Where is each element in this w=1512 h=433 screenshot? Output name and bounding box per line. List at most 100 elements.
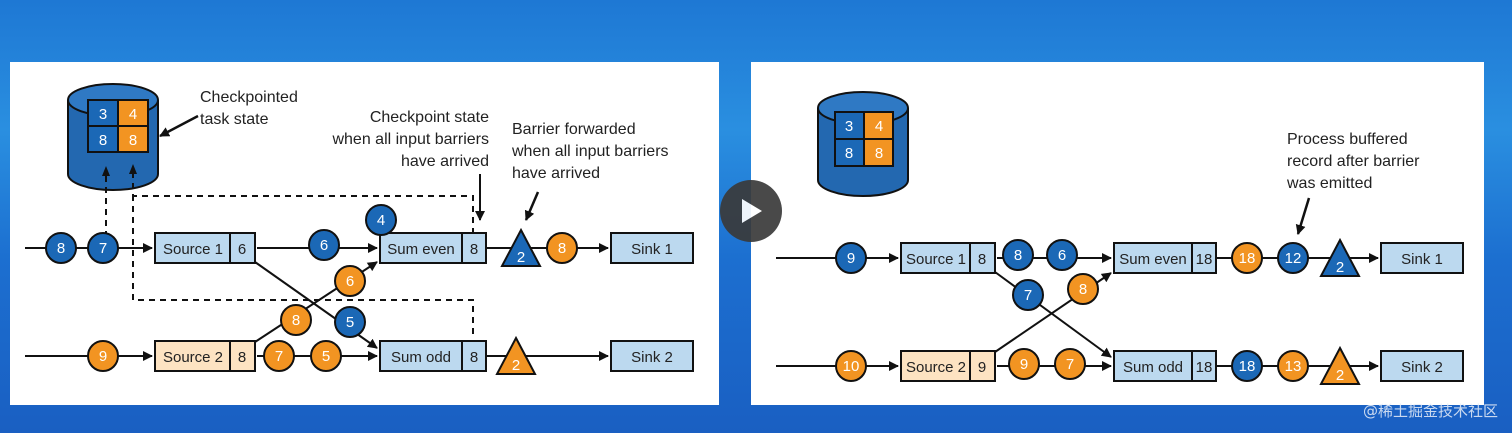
- play-button[interactable]: [720, 180, 782, 242]
- svg-text:12: 12: [1285, 250, 1302, 267]
- svg-text:8: 8: [1079, 281, 1087, 298]
- barrier-triangle: 2: [500, 227, 542, 267]
- node-label: Sum odd: [1123, 359, 1183, 376]
- svg-text:7: 7: [275, 348, 283, 365]
- svg-text:2: 2: [517, 249, 525, 266]
- state-cell: 3: [845, 118, 853, 135]
- node-state-value: 8: [470, 241, 478, 258]
- state-cell: 4: [875, 118, 883, 135]
- node-label: Sink 2: [1401, 359, 1443, 376]
- record-blue: 7: [87, 232, 119, 264]
- record-blue: 8: [45, 232, 77, 264]
- svg-text:18: 18: [1239, 250, 1256, 267]
- sink-1-operator: Sink 1: [610, 232, 694, 264]
- left-diagram-panel: 3 4 8 8 Checkpointed task state Checkpoi…: [10, 62, 719, 405]
- svg-text:9: 9: [1020, 356, 1028, 373]
- state-cell: 8: [129, 132, 137, 149]
- record-orange: 7: [1054, 348, 1086, 380]
- svg-text:7: 7: [1066, 356, 1074, 373]
- record-orange: 9: [87, 340, 119, 372]
- svg-text:6: 6: [346, 273, 354, 290]
- svg-text:13: 13: [1285, 358, 1302, 375]
- annotation-barrier-forwarded-3: have arrived: [512, 165, 600, 182]
- record-blue: 7: [1012, 279, 1044, 311]
- svg-text:10: 10: [843, 358, 860, 375]
- annotation-checkpointed-1: Checkpointed: [200, 89, 298, 106]
- node-state-value: 8: [238, 349, 246, 366]
- svg-text:2: 2: [1336, 367, 1344, 384]
- record-blue: 6: [1046, 239, 1078, 271]
- svg-text:9: 9: [99, 348, 107, 365]
- svg-text:18: 18: [1239, 358, 1256, 375]
- sum-odd-operator: Sum odd 8: [379, 340, 487, 372]
- sum-even-operator: Sum even 8: [379, 232, 487, 264]
- left-diagram: 3 4 8 8 Checkpointed task state Checkpoi…: [25, 83, 694, 375]
- record-blue: 9: [835, 242, 867, 274]
- node-label: Source 2: [906, 359, 966, 376]
- svg-text:7: 7: [1024, 287, 1032, 304]
- node-label: Sink 1: [631, 241, 673, 258]
- node-state-value: 8: [470, 349, 478, 366]
- svg-text:5: 5: [322, 348, 330, 365]
- node-label: Sink 2: [631, 349, 673, 366]
- state-cell: 8: [875, 145, 883, 162]
- record-blue: 5: [334, 306, 366, 338]
- svg-text:8: 8: [1014, 247, 1022, 264]
- state-cell: 4: [129, 106, 137, 123]
- svg-text:9: 9: [847, 250, 855, 267]
- source-1-operator: Source 1 8: [900, 242, 996, 274]
- sink-1-operator: Sink 1: [1380, 242, 1464, 274]
- state-cell: 8: [845, 145, 853, 162]
- record-blue: 8: [1002, 239, 1034, 271]
- state-cell: 8: [99, 132, 107, 149]
- svg-text:6: 6: [1058, 247, 1066, 264]
- node-label: Source 1: [163, 241, 223, 258]
- barrier-triangle: 2: [1319, 237, 1361, 277]
- record-orange: 8: [280, 304, 312, 336]
- right-diagram-panel: 3 4 8 8 Process buffered record after ba…: [751, 62, 1484, 405]
- record-orange: 8: [1067, 273, 1099, 305]
- svg-text:4: 4: [377, 212, 385, 229]
- svg-text:5: 5: [346, 314, 354, 331]
- annotation-checkpoint-state-1: Checkpoint state: [370, 109, 489, 126]
- watermark-text: @稀土掘金技术社区: [1362, 402, 1498, 420]
- annotation-checkpoint-state-2: when all input barriers: [331, 131, 489, 148]
- record-blue: 6: [308, 229, 340, 261]
- sum-odd-operator: Sum odd 18: [1113, 350, 1217, 382]
- state-cell: 3: [99, 106, 107, 123]
- annotation-barrier-forwarded-1: Barrier forwarded: [512, 121, 636, 138]
- node-state-value: 9: [978, 359, 986, 376]
- barrier-triangle: 2: [495, 335, 537, 375]
- node-label: Source 1: [906, 251, 966, 268]
- checkpoint-state-store: 3 4 8 8: [817, 91, 909, 197]
- record-orange: 13: [1277, 350, 1309, 382]
- node-label: Sum even: [387, 241, 455, 258]
- annotation-barrier-forwarded-2: when all input barriers: [511, 143, 669, 160]
- node-label: Sum odd: [391, 349, 451, 366]
- record-orange: 9: [1008, 348, 1040, 380]
- record-orange: 6: [334, 265, 366, 297]
- node-label: Sum even: [1119, 251, 1187, 268]
- record-blue: 4: [365, 204, 397, 236]
- record-blue: 18: [1231, 350, 1263, 382]
- record-orange: 8: [546, 232, 578, 264]
- annotation-checkpoint-state-3: have arrived: [401, 153, 489, 170]
- svg-text:2: 2: [512, 357, 520, 374]
- node-state-value: 6: [238, 241, 246, 258]
- node-state-value: 18: [1196, 359, 1213, 376]
- node-state-value: 8: [978, 251, 986, 268]
- record-orange: 5: [310, 340, 342, 372]
- record-orange: 7: [263, 340, 295, 372]
- annotation-process-buffered-2: record after barrier: [1287, 153, 1420, 170]
- node-label: Sink 1: [1401, 251, 1443, 268]
- svg-text:8: 8: [57, 240, 65, 257]
- record-orange: 18: [1231, 242, 1263, 274]
- annotation-process-buffered-3: was emitted: [1286, 175, 1372, 192]
- sum-even-operator: Sum even 18: [1113, 242, 1217, 274]
- svg-text:8: 8: [292, 312, 300, 329]
- source-1-operator: Source 1 6: [154, 232, 256, 264]
- node-label: Source 2: [163, 349, 223, 366]
- barrier-triangle: 2: [1319, 345, 1361, 385]
- svg-text:7: 7: [99, 240, 107, 257]
- sink-2-operator: Sink 2: [610, 340, 694, 372]
